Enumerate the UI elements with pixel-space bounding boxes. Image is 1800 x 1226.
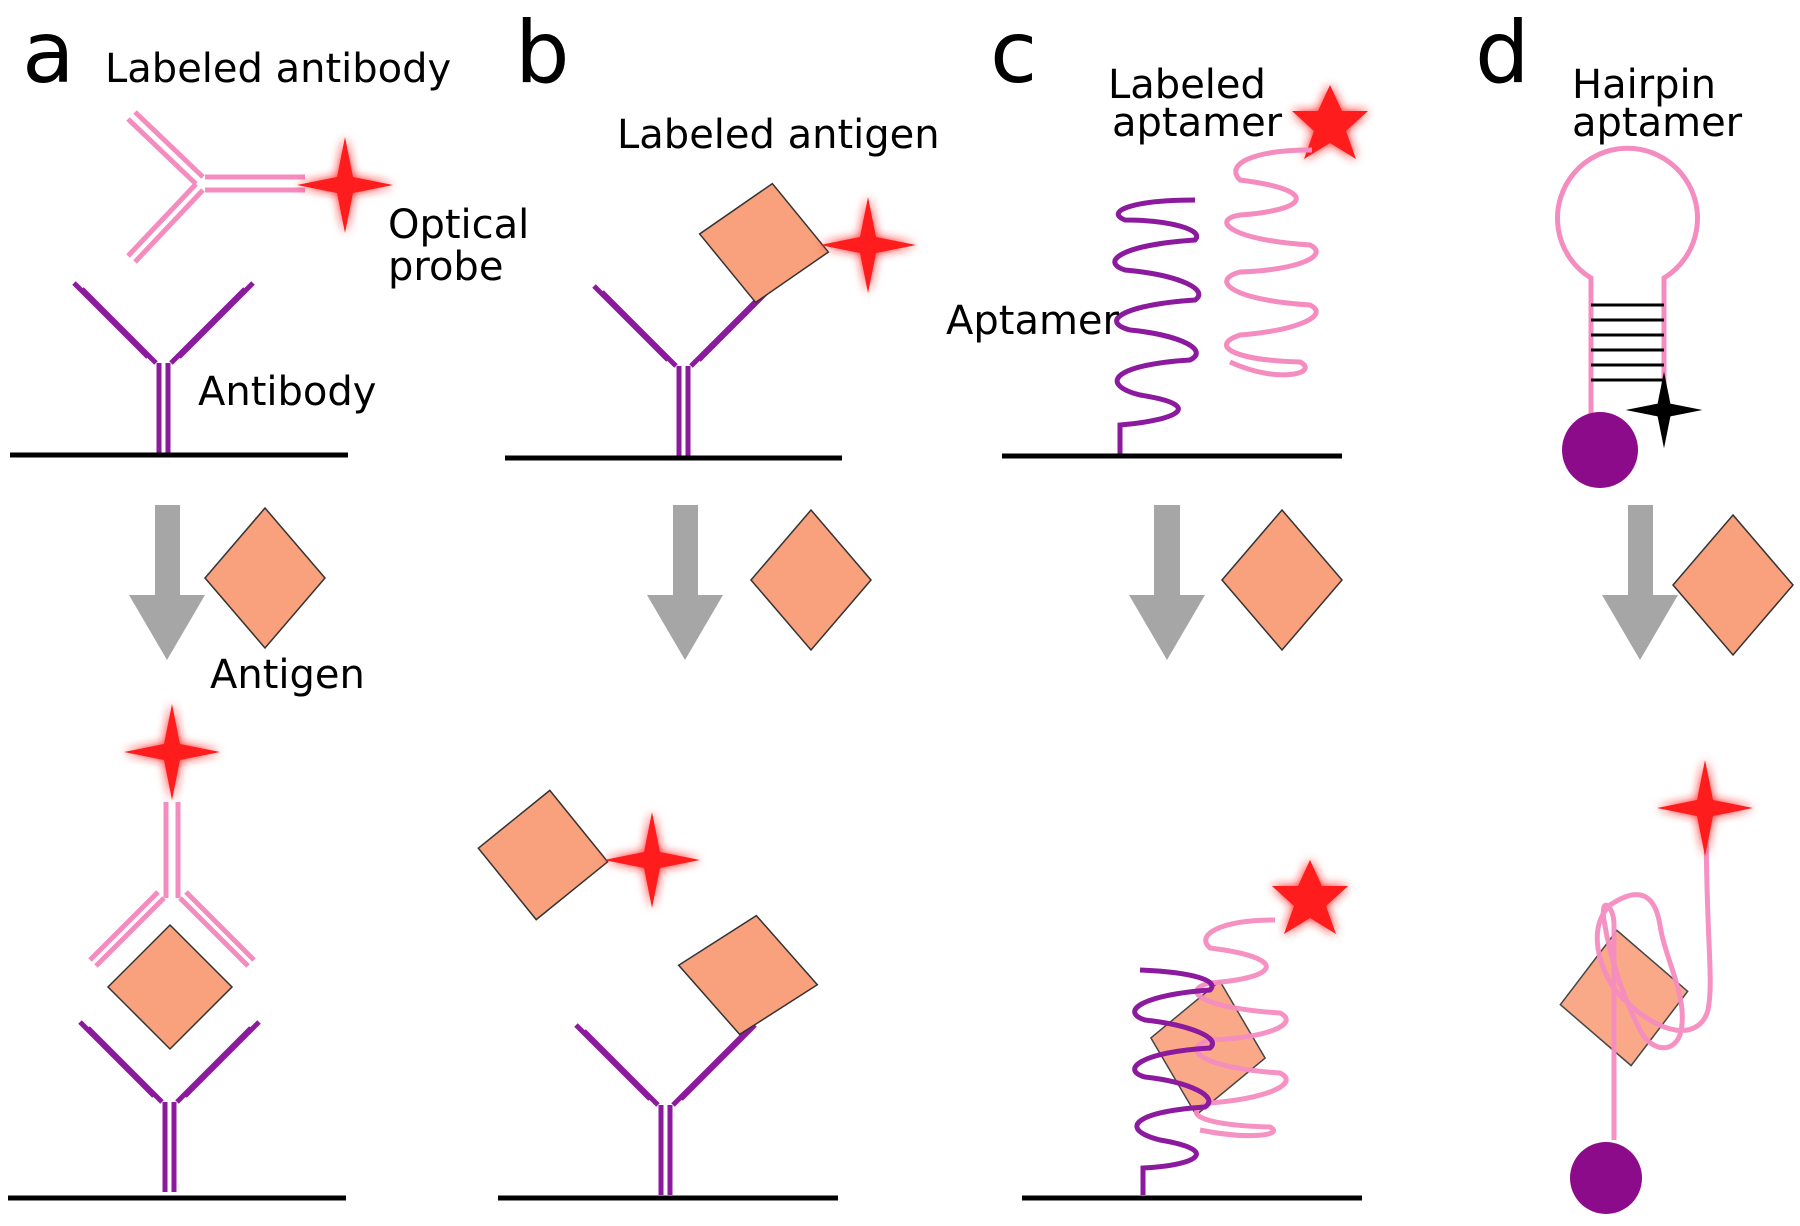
arrow-down-icon xyxy=(129,505,205,660)
base-pair-lines xyxy=(1591,303,1664,382)
antigen-diamond xyxy=(204,506,326,650)
panel-a: a Labeled antibody Optical probe Antibod… xyxy=(8,3,529,1201)
panel-letter-a: a xyxy=(22,3,75,103)
quenched-probe-icon xyxy=(1625,371,1703,449)
arrow-down-icon-c xyxy=(1129,505,1205,660)
optical-probe-icon-d xyxy=(1657,760,1753,856)
panel-letter-c: c xyxy=(990,3,1037,103)
aptamer-strand-bound xyxy=(1132,967,1215,1195)
panel-letter-d: d xyxy=(1475,3,1530,103)
antibody-label: Antibody xyxy=(198,369,376,415)
labeled-aptamer-label-2: aptamer xyxy=(1112,100,1283,146)
arrow-down-icon-b xyxy=(647,505,723,660)
panel-d: d Hairpin aptamer xyxy=(1475,3,1794,1214)
optical-probe-icon-b-displaced xyxy=(604,812,700,908)
antigen-diamond-bound-b xyxy=(677,914,819,1036)
antigen-diamond-c xyxy=(1221,508,1343,652)
panel-letter-b: b xyxy=(515,3,570,103)
labeled-antibody-result xyxy=(88,802,256,968)
hairpin-loop xyxy=(1555,145,1700,300)
labeled-antigen-label: Labeled antigen xyxy=(617,112,940,158)
antibody-icon-b xyxy=(594,286,773,456)
labeled-antibody xyxy=(126,110,305,264)
labeled-antigen-diamond xyxy=(698,182,830,304)
optical-probe-icon-c-result xyxy=(1272,860,1348,934)
displaced-labeled-antigen xyxy=(477,789,609,921)
panel-c: c Labeled aptamer Aptamer xyxy=(946,3,1368,1201)
labeled-aptamer-strand xyxy=(1224,147,1319,378)
surface-particle-result xyxy=(1570,1142,1642,1214)
antigen-label: Antigen xyxy=(210,652,365,698)
aptamer-label: Aptamer xyxy=(946,298,1120,344)
optical-probe-label-1: Optical xyxy=(388,202,529,248)
hairpin-aptamer-label-2: aptamer xyxy=(1572,100,1743,146)
optical-probe-label-2: probe xyxy=(388,244,503,290)
optical-probe-icon-result xyxy=(124,704,220,800)
antigen-diamond-bound-a xyxy=(106,923,234,1051)
panel-b: b Labeled antigen xyxy=(477,3,940,1201)
opened-aptamer-strand xyxy=(1594,814,1713,1140)
optical-probe-icon-b xyxy=(820,197,916,293)
labeled-antibody-label: Labeled antibody xyxy=(105,46,451,92)
labeled-aptamer-label-1: Labeled xyxy=(1108,62,1266,108)
antigen-diamond-b xyxy=(750,508,872,652)
aptamer-strand xyxy=(1112,197,1202,455)
arrow-down-icon-d xyxy=(1602,505,1678,660)
antibody-icon-b-result xyxy=(576,1025,755,1195)
optical-probe-icon xyxy=(297,137,393,233)
antigen-diamond-d xyxy=(1672,513,1794,657)
antibody-icon xyxy=(74,283,253,453)
surface-particle xyxy=(1562,412,1638,488)
hairpin-aptamer-label-1: Hairpin xyxy=(1572,62,1716,108)
